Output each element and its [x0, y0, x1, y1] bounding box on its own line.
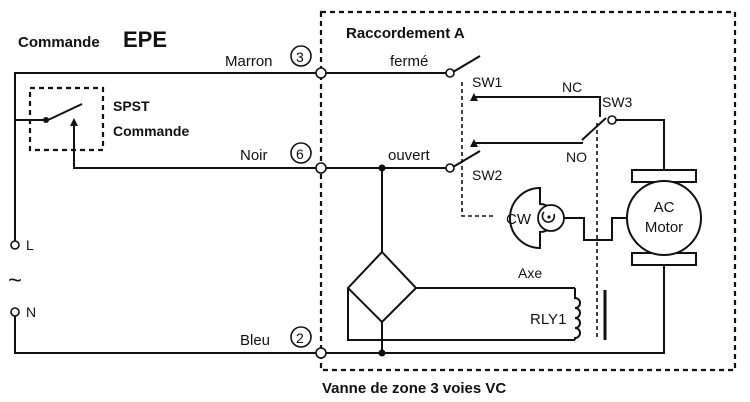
sw2-label: SW2: [472, 167, 503, 183]
spst-switch-blade: [47, 103, 83, 121]
neutral-wire: [14, 316, 320, 354]
valve-caption: Vanne de zone 3 voies VC: [322, 380, 506, 397]
motor-label-1: AC: [654, 199, 675, 216]
terminal-neutral: [10, 307, 20, 317]
connection-label: Raccordement A: [346, 25, 465, 42]
motor-label-2: Motor: [645, 219, 683, 236]
spst-out: [73, 120, 320, 169]
bridge-rectifier: [346, 250, 418, 324]
wire-color-3: Bleu: [240, 332, 270, 349]
node-open: [378, 164, 386, 172]
live-wire: [14, 72, 320, 241]
no-label: NO: [566, 149, 587, 165]
wire-number-1: 3: [296, 49, 304, 65]
terminal-2: [315, 347, 327, 359]
bridge-left-wire: [347, 288, 575, 341]
no-contact-arrow: [470, 139, 478, 147]
sw3-contact: [607, 115, 617, 125]
cam-axis-label: Axe: [518, 265, 542, 281]
position-closed: fermé: [390, 53, 428, 70]
wire-color-2: Noir: [240, 147, 268, 164]
wire-number-badge-2: [290, 142, 312, 164]
relay-coil: [574, 288, 581, 340]
sw3-to-motor: [616, 119, 665, 170]
supply-symbol: ~: [8, 267, 22, 294]
title-prefix: Commande: [18, 34, 100, 51]
motor-body: [626, 180, 702, 256]
sw2-blade: [452, 150, 481, 168]
nc-contact-arrow: [470, 93, 478, 101]
terminal-3: [315, 67, 327, 79]
wire-number-3: 2: [296, 330, 304, 346]
wire-number-badge-1: [290, 45, 312, 67]
sw1-blade: [452, 55, 481, 73]
title-main: EPE: [123, 27, 167, 52]
sw3-blade: [581, 117, 607, 141]
position-open: ouvert: [388, 147, 431, 164]
terminal-6: [315, 162, 327, 174]
relay-label: RLY1: [530, 311, 566, 328]
node-neutral: [378, 349, 386, 357]
spst-label-1: SPST: [113, 98, 150, 114]
sw3-label: SW3: [602, 94, 633, 110]
cam-label: CW: [506, 211, 532, 228]
sw2-contact: [445, 163, 455, 173]
spst-contact-in: [43, 117, 49, 123]
cam-center: [547, 215, 551, 219]
sw1-contact: [445, 68, 455, 78]
spst-arrow: [70, 118, 78, 126]
valve-enclosure: [319, 10, 737, 372]
terminal-live: [10, 240, 20, 250]
wire-color-1: Marron: [225, 53, 273, 70]
nc-wire: [474, 96, 601, 117]
spst-label-2: Commande: [113, 123, 189, 139]
nc-label: NC: [562, 79, 582, 95]
shaft-link: [564, 217, 627, 241]
motor-return-wire: [326, 265, 665, 354]
wire-number-badge-3: [290, 326, 312, 348]
wire-number-2: 6: [296, 146, 304, 162]
supply-neutral-label: N: [26, 304, 36, 320]
mech-link-sw1-sw2: [461, 82, 494, 217]
supply-live-label: L: [26, 237, 34, 253]
sw1-label: SW1: [472, 74, 503, 90]
cam-rotation-arrow: [541, 211, 556, 223]
